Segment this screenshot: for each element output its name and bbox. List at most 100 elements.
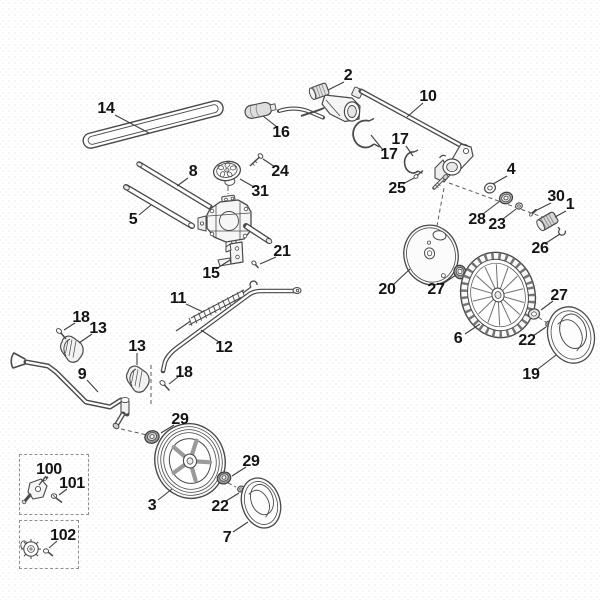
leader-line-29-left [160, 424, 175, 434]
leader-line-8 [176, 177, 189, 187]
axle-bar-9 [10, 352, 130, 430]
part-label-2: 2 [343, 67, 353, 84]
part-label-26: 26 [531, 240, 549, 257]
tension-spring-11 [175, 280, 258, 332]
screw-24 [249, 153, 264, 167]
leader-line-23 [502, 208, 517, 220]
leader-line-21 [259, 256, 277, 265]
washer-27-outer [527, 308, 541, 320]
shaft-rod-5 [123, 184, 195, 229]
screw-21 [251, 260, 260, 269]
clamp-13-right [125, 365, 150, 393]
gearbox-housing [197, 194, 252, 248]
leader-line-25 [402, 177, 415, 185]
inset-100-101 [19, 454, 89, 515]
cover-disc-20 [403, 224, 459, 286]
part-label-18-left: 18 [72, 309, 90, 326]
leader-line-3 [157, 488, 173, 501]
leader-line-101 [58, 488, 68, 496]
leader-line-12 [200, 329, 220, 343]
clip-26 [557, 226, 567, 236]
part-label-11: 11 [169, 290, 187, 307]
part-label-24: 24 [271, 163, 289, 180]
part-label-102: 102 [50, 527, 76, 544]
part-label-13-right: 13 [128, 338, 146, 355]
part-label-17-lower: 17 [380, 146, 398, 163]
leader-line-2 [327, 81, 345, 91]
bell-crank-lever [434, 143, 474, 183]
part-label-7: 7 [222, 529, 232, 546]
adapter-bushing-1 [536, 211, 559, 232]
leader-line-30 [536, 202, 552, 211]
hub-cap-7 [240, 477, 282, 529]
part-label-22-front: 22 [211, 498, 229, 515]
leader-line-102 [48, 540, 58, 549]
bell-crank-pin [432, 174, 449, 190]
pulley-31 [212, 160, 242, 186]
part-label-25: 25 [388, 180, 406, 197]
part-label-5: 5 [128, 211, 138, 228]
leader-line-20 [392, 268, 411, 286]
part-label-18-right: 18 [175, 364, 193, 381]
handle-grip-16 [244, 101, 277, 119]
part-label-14: 14 [97, 100, 115, 117]
leader-line-100 [38, 475, 47, 486]
leader-line-10 [406, 102, 424, 118]
drive-belt-14 [82, 100, 224, 149]
gearbox-output-shaft [243, 223, 273, 244]
part-label-17-upper: 17 [391, 131, 409, 148]
bushing-29-inner [144, 430, 160, 444]
part-label-22-rear: 22 [518, 332, 536, 349]
leader-line-5 [138, 204, 152, 216]
part-label-30: 30 [547, 188, 565, 205]
screw-101 [50, 493, 63, 504]
leader-line-22-rear [532, 326, 547, 337]
washer-23 [515, 202, 523, 210]
part-label-100: 100 [36, 461, 62, 478]
part-label-15: 15 [202, 265, 220, 282]
leader-line-17-lower [370, 134, 384, 151]
mount-bracket-15 [217, 241, 244, 267]
leader-line-1 [554, 210, 567, 218]
part-label-23: 23 [488, 216, 506, 233]
leader-line-11 [185, 303, 204, 313]
part-label-19: 19 [522, 366, 540, 383]
leader-line-26 [545, 233, 561, 244]
part-label-9: 9 [77, 366, 87, 383]
ratchet-gear-102 [20, 539, 54, 559]
part-label-4: 4 [506, 161, 516, 178]
leader-line-7 [232, 521, 249, 533]
knurled-nut-2 [308, 82, 330, 100]
control-lever-housing [300, 86, 364, 123]
part-label-20: 20 [378, 281, 396, 298]
front-wheel-3 [154, 422, 226, 500]
hub-cap-19 [546, 306, 596, 364]
lever-link-rod [277, 106, 325, 120]
screw-25 [413, 170, 424, 179]
shaft-rod-8 [136, 161, 213, 210]
leader-line-18-right [168, 376, 179, 385]
leader-line-27-outer [540, 300, 554, 311]
clamp-13-left [59, 335, 84, 363]
callout-leader-lines [38, 81, 567, 549]
latch-assembly-100 [21, 476, 49, 505]
screw-18-left [55, 328, 67, 340]
part-label-27-inner: 27 [427, 281, 445, 298]
part-label-101: 101 [59, 475, 85, 492]
part-label-12: 12 [215, 339, 233, 356]
drive-wheel-6 [459, 251, 537, 339]
torsion-spring-17-large [352, 117, 380, 149]
leader-line-18-left [63, 322, 76, 331]
part-label-6: 6 [453, 330, 463, 347]
part-label-16: 16 [272, 124, 290, 141]
leader-line-6 [464, 323, 481, 335]
screw-18-right [159, 380, 171, 392]
leader-line-28 [482, 200, 501, 215]
bearing-28 [498, 191, 514, 205]
leader-line-24 [262, 158, 276, 168]
leader-line-4 [492, 175, 508, 185]
part-label-1: 1 [565, 196, 575, 213]
leader-line-15 [215, 259, 231, 270]
